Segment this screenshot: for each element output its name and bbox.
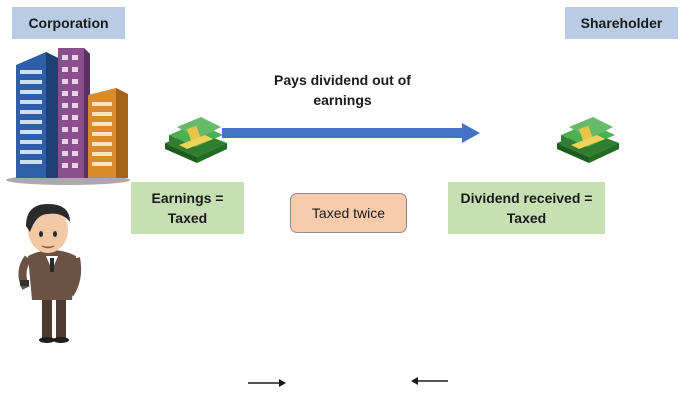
businessman-icon bbox=[18, 204, 82, 343]
shareholder-label: Shareholder bbox=[565, 7, 678, 39]
dividend-caption-line1: Pays dividend out of bbox=[274, 72, 411, 88]
dividend-box-line2: Taxed bbox=[506, 210, 547, 226]
money-stack-icon bbox=[557, 117, 619, 163]
taxed-twice-box: Taxed twice bbox=[290, 193, 407, 233]
dividend-box-line1: Dividend received = bbox=[460, 190, 593, 206]
earnings-box-line2: Taxed bbox=[167, 210, 208, 226]
dividend-taxed-box: Dividend received = Taxed bbox=[448, 182, 605, 234]
earnings-box-line1: Earnings = bbox=[151, 190, 224, 206]
dividend-flow-arrow bbox=[222, 123, 480, 143]
earnings-taxed-box: Earnings = Taxed bbox=[131, 182, 244, 234]
corporation-label: Corporation bbox=[12, 7, 125, 39]
left-arrow-icon bbox=[411, 377, 448, 385]
money-stack-icon bbox=[165, 117, 227, 163]
office-buildings-icon bbox=[6, 48, 130, 185]
dividend-caption: Pays dividend out of earnings bbox=[255, 70, 430, 110]
right-arrow-icon bbox=[248, 379, 286, 387]
dividend-caption-line2: earnings bbox=[313, 92, 372, 108]
